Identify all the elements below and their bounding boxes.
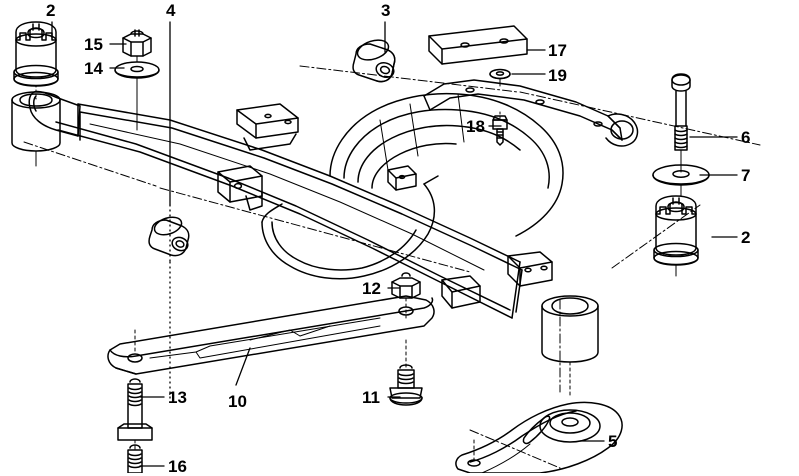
callout-2-top-left: 2	[46, 1, 56, 20]
part-15-collar-nut	[122, 29, 152, 63]
part-13-stepped-bolt	[117, 378, 153, 451]
callout-3: 3	[381, 1, 391, 20]
callout-2-right: 2	[741, 228, 751, 247]
part-11-flange-bolt	[389, 339, 423, 406]
part-2-upper-mount-left	[13, 21, 59, 101]
right-mount-sleeve	[541, 295, 599, 397]
part-2-upper-mount-right	[653, 195, 699, 277]
part-19-washer	[489, 68, 511, 87]
callout-16: 16	[168, 457, 187, 476]
callout-10: 10	[228, 392, 247, 411]
callout-12: 12	[362, 279, 381, 298]
callout-7: 7	[741, 166, 751, 185]
construction-axes	[23, 65, 761, 469]
part-3-bushing	[352, 39, 396, 83]
part-12-hex-nut	[391, 272, 421, 319]
callout-13: 13	[168, 388, 187, 407]
callout-17: 17	[548, 41, 567, 60]
callout-4: 4	[166, 1, 176, 20]
part-16-bolt	[127, 444, 143, 473]
subframe-differential-housing	[261, 92, 564, 280]
callout-14: 14	[84, 59, 103, 78]
callout-15: 15	[84, 35, 103, 54]
leader-lines	[51, 21, 738, 467]
callout-19: 19	[548, 66, 567, 85]
part-10-strut-arm	[107, 295, 435, 375]
subframe-mounting-brackets	[217, 103, 553, 309]
center-bushing	[148, 216, 190, 257]
subframe-rear-crossmember	[423, 79, 639, 147]
callout-5: 5	[608, 432, 618, 451]
part-5-lower-support-arm	[455, 401, 623, 473]
part-17-spacer-plate	[428, 25, 528, 65]
callout-18: 18	[466, 117, 485, 136]
part-7-large-washer	[652, 164, 710, 197]
callout-6: 6	[741, 128, 751, 147]
part-6-through-bolt	[671, 73, 691, 173]
diagram-linework	[11, 21, 761, 473]
callout-11: 11	[362, 388, 380, 407]
